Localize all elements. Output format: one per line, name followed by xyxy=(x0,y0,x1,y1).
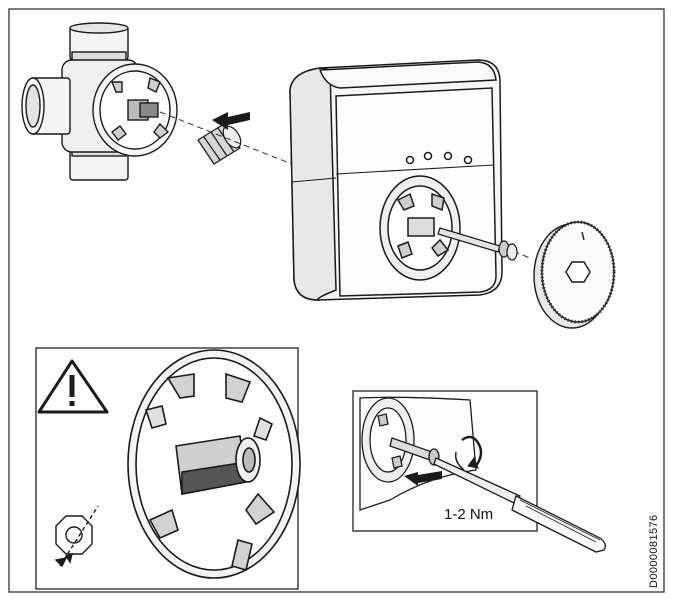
arrow-left-icon xyxy=(404,471,442,486)
arrow-left-icon xyxy=(212,112,250,130)
spindle-adapter xyxy=(197,123,242,165)
mixing-valve xyxy=(21,22,178,181)
setting-knob xyxy=(533,220,616,329)
alignment-check-icon xyxy=(54,505,99,568)
flange-closeup xyxy=(127,349,301,579)
clockwise-rotation-icon xyxy=(454,435,483,471)
torque-label: 1-2 Nm xyxy=(444,506,494,523)
document-id: D0000081576 xyxy=(648,514,660,588)
mounting-screw xyxy=(437,227,518,261)
warning-triangle-icon xyxy=(37,359,109,414)
screw-tightening-detail xyxy=(359,396,606,553)
valve-actuator xyxy=(289,59,503,301)
